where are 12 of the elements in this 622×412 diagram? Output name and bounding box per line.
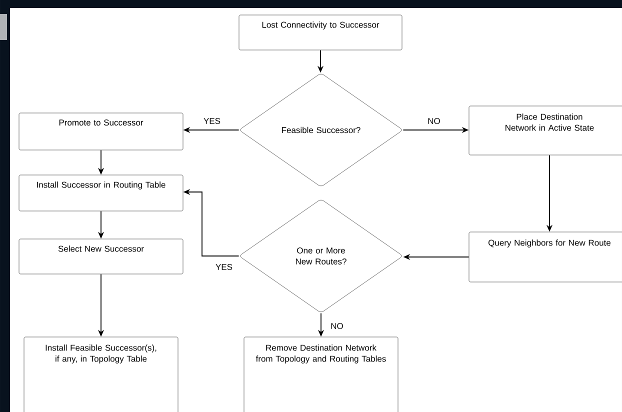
process-box: Promote to Successor — [18, 112, 184, 150]
process-box: Select New Successor — [18, 238, 184, 274]
process-box: Install Feasible Successor(s), if any, in Topology Table — [24, 336, 178, 412]
process-box: Place Destination Network in Active State — [468, 106, 622, 156]
process-box: Remove Destination Network from Topology and Routing Tables — [244, 336, 398, 412]
edge-label: NO — [428, 118, 440, 124]
process-box: Query Neighbors for New Route — [468, 232, 622, 282]
process-box: Install Successor in Routing Table — [18, 174, 184, 212]
edge-label: YES — [204, 118, 220, 124]
process-box: Lost Connectivity to Successor — [238, 14, 402, 50]
edge-label: NO — [331, 323, 343, 329]
edge-label: YES — [216, 264, 232, 270]
